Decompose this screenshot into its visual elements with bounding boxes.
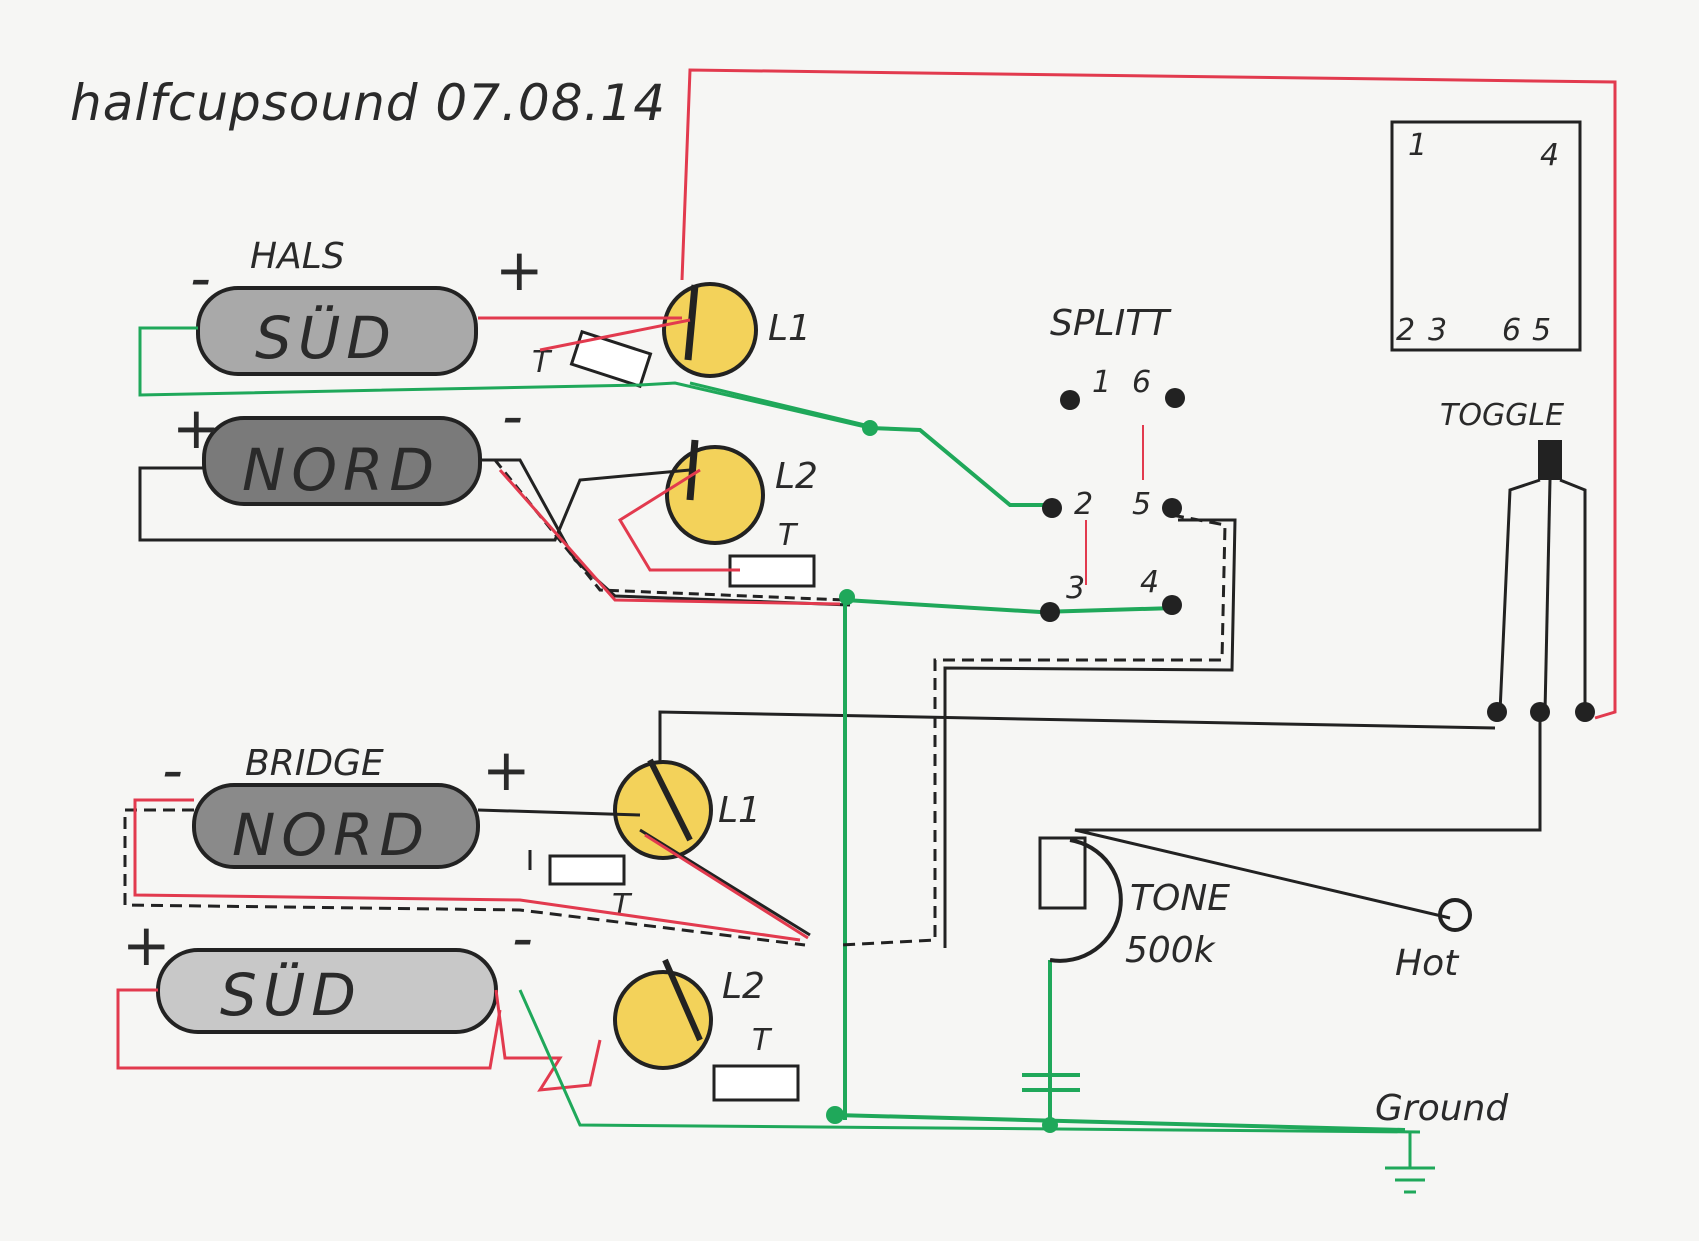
diagram-title: halfcupsound 07.08.14 <box>70 74 666 132</box>
toggle-pin-1: 1 <box>1408 128 1427 163</box>
neck-pickup-sud: SÜD - + <box>190 236 550 376</box>
neck-pot-l2-label: L2 <box>775 456 818 497</box>
tone-label: TONE <box>1130 878 1230 919</box>
bridge-trimmer-1-label: T <box>612 888 633 923</box>
tone-capacitor <box>1022 1073 1080 1092</box>
ground-nodes <box>826 420 1058 1133</box>
neck-group-label: HALS <box>250 236 345 277</box>
neck-pickup-nord: NORD + - <box>172 382 529 506</box>
bridge-wires <box>116 710 1496 1134</box>
neck-pickup-sud-minus: - <box>190 244 217 312</box>
ground-symbol: Ground <box>1375 1088 1509 1194</box>
neck-pickup-nord-plus: + <box>172 394 227 462</box>
bridge-trimmer-2: T <box>712 1023 800 1102</box>
split-lug-5: 5 <box>1132 487 1151 522</box>
bridge-pot-l2: L2 <box>613 958 765 1070</box>
bridge-pot-l2-label: L2 <box>722 966 765 1007</box>
split-lug-3: 3 <box>1066 571 1085 606</box>
toggle-pin-3: 3 <box>1428 313 1447 348</box>
toggle-pin-6: 6 <box>1502 313 1521 348</box>
neck-wires <box>138 316 871 607</box>
split-lug-1: 1 <box>1092 365 1111 400</box>
output-ground-label: Ground <box>1375 1088 1509 1129</box>
neck-trimmer-1: T <box>532 329 653 389</box>
bridge-group: BRIDGE NORD - + SÜD + - L1 L2 T <box>116 710 1496 1134</box>
ground-bus <box>834 426 1406 1132</box>
split-switch-label: SPLITT <box>1050 303 1172 344</box>
neck-pot-l1: L1 <box>662 282 811 378</box>
neck-pickup-nord-minus: - <box>502 382 529 450</box>
neck-group: HALS SÜD - + NORD + - L1 L2 T <box>138 236 871 607</box>
toggle-pin-4: 4 <box>1540 138 1559 173</box>
bridge-pickup-sud-plus: + <box>122 911 177 979</box>
tone-value: 500k <box>1125 930 1217 971</box>
toggle-switch: 1 4 2 3 6 5 TOGGLE <box>1390 120 1595 722</box>
split-lug-2: 2 <box>1074 487 1093 522</box>
neck-trimmer-2: T <box>728 518 816 588</box>
bridge-pickup-nord-label: NORD <box>232 801 430 869</box>
neck-pot-l1-label: L1 <box>768 308 811 349</box>
split-lug-6: 6 <box>1132 365 1151 400</box>
split-switch: SPLITT 1 6 2 5 3 4 <box>839 303 1237 948</box>
bridge-pot-l1: L1 <box>613 758 761 860</box>
bridge-pickup-nord: NORD - + <box>162 736 537 869</box>
output-jack: Hot <box>1395 898 1472 984</box>
bridge-pickup-sud: SÜD + - <box>122 904 539 1034</box>
neck-pickup-nord-label: NORD <box>242 436 440 504</box>
bridge-pickup-sud-label: SÜD <box>220 961 362 1029</box>
toggle-label: TOGGLE <box>1440 398 1564 433</box>
neck-trimmer-2-label: T <box>778 518 799 553</box>
toggle-pin-5: 5 <box>1532 313 1551 348</box>
toggle-pin-2: 2 <box>1396 313 1415 348</box>
tone-pot: TONE 500k <box>1038 712 1542 971</box>
neck-pickup-sud-label: SÜD <box>255 304 397 372</box>
bridge-pickup-nord-minus: - <box>162 736 189 804</box>
bridge-pickup-nord-plus: + <box>482 736 537 804</box>
neck-pickup-sud-plus: + <box>495 236 550 304</box>
split-lug-4: 4 <box>1140 565 1159 600</box>
neck-pot-l2: L2 <box>665 439 818 545</box>
output-hot-label: Hot <box>1395 943 1460 984</box>
hot-wire-top <box>680 68 1617 720</box>
neck-trimmer-1-label: T <box>532 345 553 380</box>
bridge-pot-l1-label: L1 <box>718 790 761 831</box>
bridge-group-label: BRIDGE <box>245 743 384 784</box>
bridge-trimmer-2-label: T <box>752 1023 773 1058</box>
bridge-pickup-sud-minus: - <box>512 904 539 972</box>
